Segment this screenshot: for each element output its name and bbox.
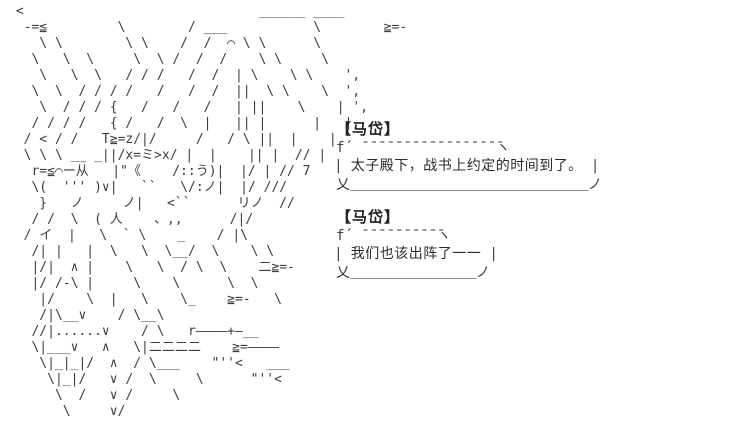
speaker-label: 【马岱】	[336, 120, 401, 138]
speech-bubble-border-top: f´ ̄ ̄ ̄ ̄ ̄ ̄ ̄ ̄ ̄ ̄ ̄ ̄ ̄ ̄ ̄ ̄ ̄ヽ	[336, 140, 511, 156]
dialogue-text: 太子殿下，战书上约定的时间到了。	[350, 158, 583, 174]
speech-bubble-border-left: |	[336, 246, 341, 262]
dialogue-text: 我们也该出阵了一一	[350, 246, 482, 262]
speech-bubble-body: | 太子殿下，战书上约定的时间到了。 |	[336, 156, 602, 177]
speech-bubble-border-left: |	[336, 158, 341, 174]
speaker-label: 【马岱】	[336, 208, 401, 226]
speech-bubble-border-right: |	[592, 158, 598, 174]
speech-bubble-border-bottom: 乂＿＿＿＿＿＿＿＿＿＿＿＿＿＿＿＿＿ノ	[336, 177, 602, 193]
speech-bubble-border-right: |	[491, 246, 496, 262]
speech-bubble-border-top: f´ ̄ ̄ ̄ ̄ ̄ ̄ ̄ ̄ ̄ ̄ヽ	[336, 228, 452, 244]
speech-bubble-body: | 我们也该出阵了一一 |	[336, 244, 496, 265]
ascii-art-character: < ______ ____ -=≦ \ / ___ \ ≧=- \ \ \ \ …	[15, 4, 408, 419]
dialogue-2: 【马岱】 f´ ̄ ̄ ̄ ̄ ̄ ̄ ̄ ̄ ̄ ̄ヽ | 我们也该出阵了一一…	[336, 206, 496, 281]
speech-bubble-border-bottom: 乂＿＿＿＿＿＿＿＿＿ノ	[336, 265, 490, 281]
dialogue-1: 【马岱】 f´ ̄ ̄ ̄ ̄ ̄ ̄ ̄ ̄ ̄ ̄ ̄ ̄ ̄ ̄ ̄ ̄ …	[336, 118, 602, 193]
